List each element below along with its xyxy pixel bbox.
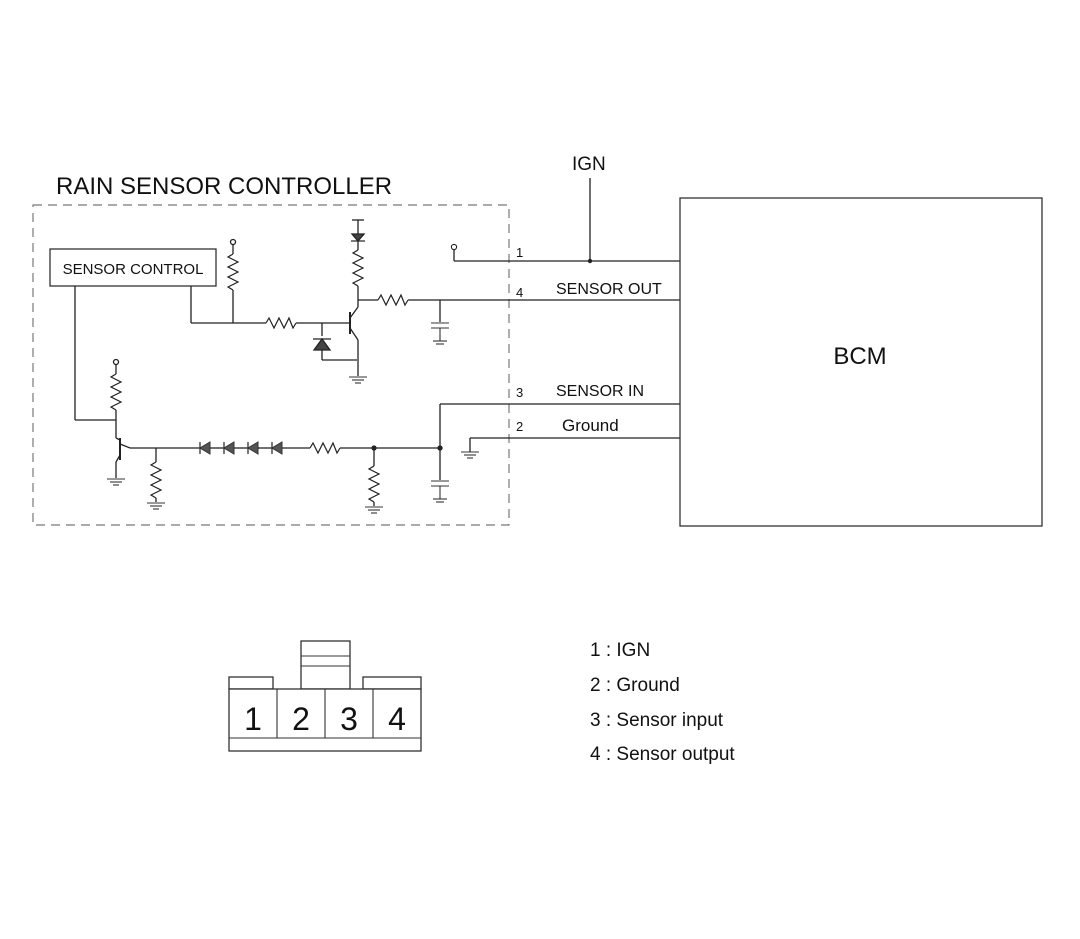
- pin-3-label: SENSOR IN: [556, 383, 644, 400]
- legend-item-3: 3 : Sensor input: [590, 710, 724, 731]
- controller-title: RAIN SENSOR CONTROLLER: [56, 173, 392, 200]
- pin-labels: 1 4 SENSOR OUT 3 SENSOR IN 2 Ground: [516, 245, 662, 435]
- sensor-control-label: SENSOR CONTROL: [63, 261, 204, 278]
- connector-terminal-4: 4: [388, 701, 406, 737]
- legend-item-2: 2 : Ground: [590, 675, 680, 696]
- sensor-control-block: SENSOR CONTROL: [49, 248, 217, 287]
- connector-face: 1 2 3 4: [228, 640, 422, 752]
- connector-terminal-3: 3: [340, 701, 358, 737]
- connector-terminal-2: 2: [292, 701, 310, 737]
- legend-item-4: 4 : Sensor output: [590, 744, 735, 765]
- pin-1-number: 1: [516, 245, 523, 260]
- legend-item-1: 1 : IGN: [590, 640, 650, 661]
- connector-terminal-1: 1: [244, 701, 262, 737]
- pin-3-number: 3: [516, 385, 523, 400]
- pin-legend: 1 : IGN 2 : Ground 3 : Sensor input 4 : …: [590, 640, 735, 765]
- pin-2-label: Ground: [562, 416, 619, 435]
- pin-4-label: SENSOR OUT: [556, 281, 662, 298]
- ign-label: IGN: [572, 154, 606, 175]
- output-driver-circuit: [190, 219, 680, 384]
- ign-supply: IGN: [450, 154, 680, 264]
- bcm-module: BCM: [679, 197, 1043, 527]
- controller-boundary: [32, 204, 510, 526]
- pin-4-number: 4: [516, 285, 523, 300]
- emitter-led-circuit: [74, 286, 680, 514]
- pin-2-number: 2: [516, 419, 523, 434]
- bcm-label: BCM: [833, 343, 886, 370]
